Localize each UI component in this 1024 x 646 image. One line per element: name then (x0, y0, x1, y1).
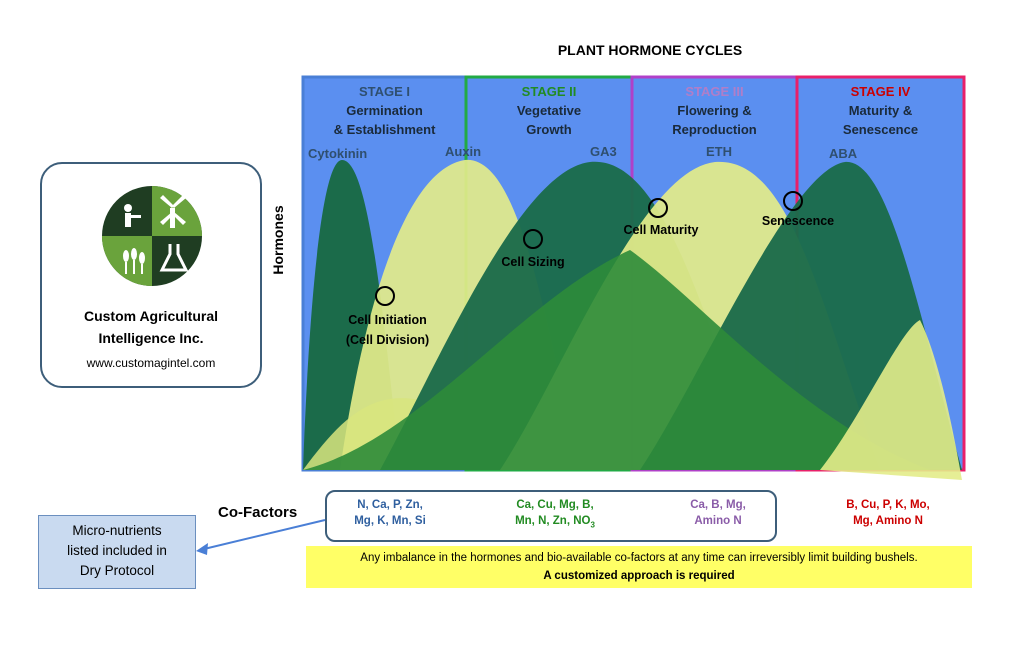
hormone-label-cytokinin: Cytokinin (308, 146, 368, 161)
overlap-region (303, 250, 930, 470)
stage-3-line1: Flowering & (677, 103, 752, 118)
company-logo-icon (102, 186, 202, 286)
stage-2-line1: Vegetative (516, 103, 582, 118)
company-logo-card: Custom Agricultural Intelligence Inc. ww… (40, 162, 262, 388)
cell-maturity-marker (648, 198, 668, 218)
micro-box-line1: Micro-nutrients (72, 523, 162, 538)
stage-2-line2: Growth (526, 122, 572, 137)
y-axis-label: Hormones (270, 205, 286, 275)
hormone-label-aba: ABA (829, 146, 858, 161)
micro-arrow-line (203, 519, 326, 550)
hormone-label-auxin: Auxin (445, 144, 482, 159)
cofactors-label: Co-Factors (218, 504, 298, 521)
stage-4-line1: Maturity & (848, 103, 913, 118)
farmer-icon (124, 204, 141, 227)
cofactor-stage-2-line2-text: Mn, N, Zn, NO (515, 515, 591, 527)
micro-arrow-head (196, 543, 208, 555)
windmill-icon (160, 195, 186, 228)
stage-1-label: STAGE I Germination & Establishment (303, 82, 466, 139)
company-name-line1: Custom Agricultural (83, 308, 219, 324)
cofactor-stage-2: Ca, Cu, Mg, B, Mn, N, Zn, NO3 (490, 497, 620, 533)
cell-initiation-line2: (Cell Division) (345, 333, 430, 347)
cofactor-stage-4-line2: Mg, Amino N (853, 515, 923, 527)
phase-label-cell-sizing: Cell Sizing (501, 255, 565, 269)
micro-nutrients-box: Micro-nutrients listed included in Dry P… (38, 515, 196, 589)
senescence-marker (783, 191, 803, 211)
phase-label-cell-maturity: Cell Maturity (623, 223, 699, 237)
cell-sizing-marker (523, 229, 543, 249)
hormone-label-ga3: GA3 (590, 144, 617, 159)
cofactor-stage-2-subscript: 3 (590, 520, 595, 530)
cofactor-stage-3-line2: Amino N (694, 515, 742, 527)
cofactor-stage-2-line1: Ca, Cu, Mg, B, (516, 499, 594, 511)
phase-label-cell-initiation: Cell Initiation (Cell Division) (330, 310, 445, 350)
diagram-title: PLANT HORMONE CYCLES (557, 42, 743, 58)
cofactor-stage-1: N, Ca, P, Zn, Mg, K, Mn, Si (330, 497, 450, 529)
cofactor-stage-4-line1: B, Cu, P, K, Mo, (846, 499, 930, 511)
cofactor-stage-4: B, Cu, P, K, Mo, Mg, Amino N (832, 497, 944, 529)
cofactor-stage-2-line2: Mn, N, Zn, NO3 (490, 513, 620, 533)
notice-line1: Any imbalance in the hormones and bio-av… (360, 552, 918, 564)
stage-2-label: STAGE II Vegetative Growth (466, 82, 632, 139)
cofactor-stage-3-line1: Ca, B, Mg, (690, 499, 746, 511)
stage-1-line1: Germination (346, 103, 423, 118)
stage-4-line2: Senescence (842, 122, 919, 137)
micro-box-line3: Dry Protocol (79, 563, 155, 578)
notice-line2: A customized approach is required (543, 570, 735, 582)
flask-icon (159, 244, 189, 272)
cofactor-stage-1-line2: Mg, K, Mn, Si (354, 515, 426, 527)
stage-2-number: STAGE II (521, 84, 577, 99)
stage-4-label: STAGE IV Maturity & Senescence (797, 82, 964, 139)
company-name-line2: Intelligence Inc. (98, 330, 204, 346)
cofactor-stage-1-line1: N, Ca, P, Zn, (357, 499, 423, 511)
imbalance-notice: Any imbalance in the hormones and bio-av… (306, 546, 972, 588)
cell-initiation-line1: Cell Initiation (348, 313, 427, 327)
stage-3-number: STAGE III (685, 84, 744, 99)
wheat-icon (123, 248, 145, 274)
stage-4-number: STAGE IV (850, 84, 911, 99)
stage-3-line2: Reproduction (672, 122, 757, 137)
stage-1-line2: & Establishment (333, 122, 436, 137)
stage-3-label: STAGE III Flowering & Reproduction (632, 82, 797, 139)
company-website: www.customagintel.com (86, 356, 216, 370)
stage-1-number: STAGE I (358, 84, 411, 99)
eth-tail (820, 320, 962, 480)
hormone-label-eth: ETH (706, 144, 732, 159)
cofactor-stage-3: Ca, B, Mg, Amino N (668, 497, 768, 529)
cell-initiation-marker (375, 286, 395, 306)
phase-label-senescence: Senescence (761, 214, 835, 228)
micro-box-line2: listed included in (67, 543, 167, 558)
cofactor-box (325, 490, 777, 542)
